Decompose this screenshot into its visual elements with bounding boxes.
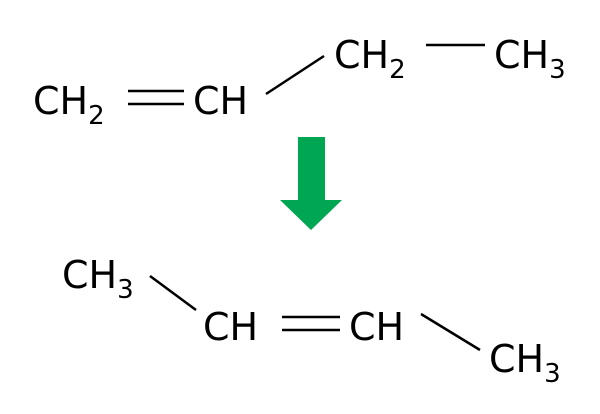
reactant-group-2: CH [193,79,248,123]
single-bond-line [265,54,325,96]
reactant-group-1: CH2 [33,79,105,131]
reactant-molecule: CH2 CH CH2 CH3 [33,33,566,131]
reactant-group-3: CH2 [334,33,406,85]
product-group-2: CH [203,305,258,349]
product-group-4: CH3 [489,337,561,389]
single-bond-line [420,312,481,352]
reactant-group-4: CH3 [494,33,566,85]
single-bond-line [149,274,197,312]
product-molecule: CH3 CH CH CH3 [62,253,561,389]
product-group-3: CH [349,305,404,349]
reaction-arrow-icon [280,137,342,230]
product-group-1: CH3 [62,253,134,305]
